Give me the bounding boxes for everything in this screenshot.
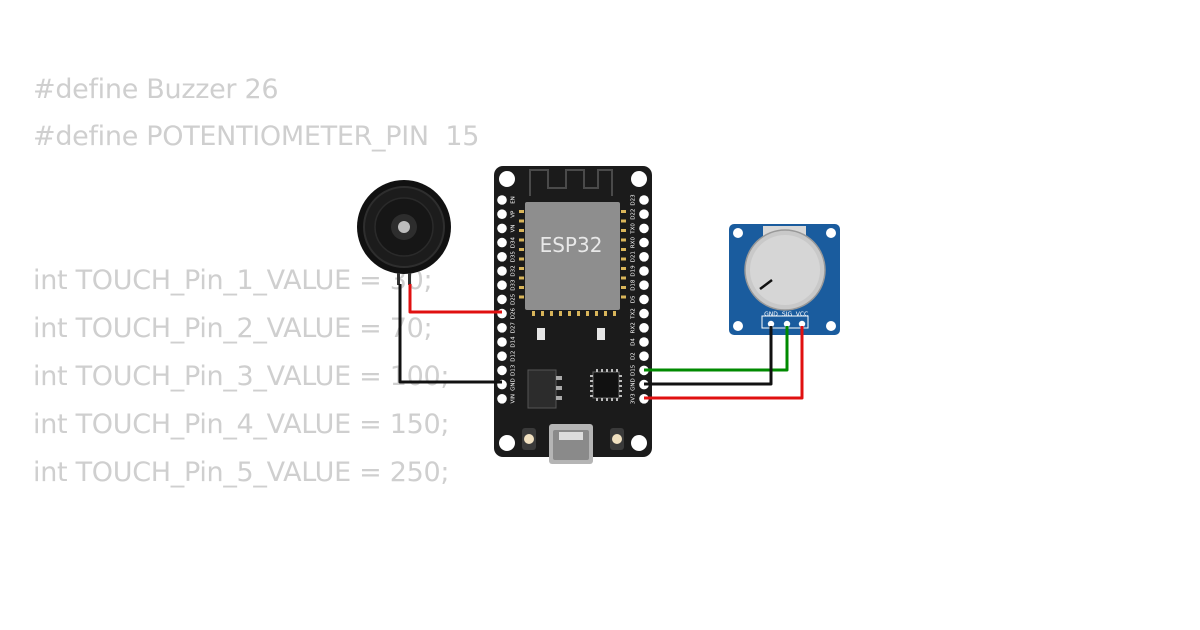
reset-button[interactable]	[610, 428, 624, 450]
esp32-pin-label: TX2	[631, 308, 637, 320]
usb-bridge-chip	[590, 369, 622, 401]
esp32-pin-label: D23	[631, 194, 637, 206]
code-line-7: int TOUCH_Pin_3_VALUE = 100;	[33, 361, 450, 392]
esp32-pin-d34[interactable]	[497, 237, 507, 248]
esp32-pin-label: D18	[631, 279, 637, 291]
esp32-pin-d26[interactable]	[497, 308, 507, 319]
esp32-pin-label: TX0	[631, 223, 637, 235]
esp32-pin-d25[interactable]	[497, 294, 507, 305]
esp32-pin-label: D35	[511, 251, 517, 263]
pot-pin-label: SIG	[782, 311, 793, 318]
esp32-pin-label: D22	[631, 209, 637, 220]
esp32-pin-label: D15	[631, 364, 637, 376]
wire-buzzer-pos	[408, 284, 502, 314]
wires	[398, 284, 804, 400]
esp32-pin-d13[interactable]	[497, 365, 507, 376]
code-line-6: int TOUCH_Pin_2_VALUE = 70;	[33, 313, 433, 344]
esp32-pin-label: EN	[511, 196, 517, 204]
esp32-pin-label: VN	[511, 224, 517, 232]
wire-pot-sig	[644, 326, 789, 372]
esp32-pin-vp[interactable]	[497, 209, 507, 219]
esp32-pin-d19[interactable]	[639, 266, 649, 276]
usb-port	[549, 424, 593, 464]
esp32-pin-d21[interactable]	[639, 251, 649, 262]
esp32-pin-d12[interactable]	[497, 351, 507, 362]
wire-buzzer-gnd	[398, 284, 502, 384]
code-line-1: #define Buzzer 26	[33, 74, 279, 105]
esp32-pin-tx0[interactable]	[639, 223, 649, 234]
esp32-pin-label: D2	[631, 352, 637, 360]
esp32-chip-label: ESP32	[540, 233, 603, 257]
esp32-pin-label: 3V3	[631, 393, 637, 404]
pot-pin-label: VCC	[796, 311, 808, 318]
esp32-pin-label: D19	[631, 265, 637, 277]
esp32-pin-label: GND	[631, 378, 637, 391]
pot-pin-label: GND	[764, 311, 778, 318]
wire-pot-gnd	[644, 326, 773, 386]
esp32-pin-label: D32	[511, 265, 517, 276]
esp32-pin-label: D33	[511, 279, 517, 291]
esp32-pin-d4[interactable]	[639, 337, 649, 347]
esp32-pin-d22[interactable]	[639, 209, 649, 219]
esp32-pin-label: RX2	[631, 322, 637, 333]
esp32-pin-tx2[interactable]	[639, 308, 649, 319]
esp32-pin-d27[interactable]	[497, 323, 507, 333]
esp32-pin-label: D25	[511, 293, 517, 305]
esp32-pin-d2[interactable]	[639, 351, 649, 362]
esp32-pin-label: D13	[511, 364, 517, 376]
pot-pin-sig[interactable]	[783, 320, 791, 328]
code-line-5: int TOUCH_Pin_1_VALUE = 30;	[33, 265, 433, 296]
esp32-pin-d5[interactable]	[639, 294, 649, 305]
esp32-pin-d35[interactable]	[497, 251, 507, 262]
wire-pot-vcc	[644, 326, 804, 400]
esp32-pin-label: D14	[511, 336, 517, 348]
esp32-pin-rx2[interactable]	[639, 323, 649, 333]
code-line-9: int TOUCH_Pin_5_VALUE = 250;	[33, 457, 450, 488]
esp32-pin-label: D27	[511, 322, 517, 334]
esp32-pin-d18[interactable]	[639, 280, 649, 291]
esp32-pin-label: D5	[631, 295, 637, 303]
esp32-pin-label: D34	[511, 236, 517, 248]
boot-button[interactable]	[522, 428, 536, 450]
pot-pin-vcc[interactable]	[798, 320, 806, 328]
buzzer[interactable]	[357, 180, 451, 285]
esp32-pin-label: D4	[631, 338, 637, 346]
pot-pin-gnd[interactable]	[767, 320, 775, 328]
esp32-pin-label: D12	[511, 351, 517, 362]
esp32-pin-d33[interactable]	[497, 280, 507, 291]
esp32-pin-label: D21	[631, 251, 637, 262]
esp32-pin-vn[interactable]	[497, 223, 507, 234]
esp32-pin-label: VIN	[511, 394, 517, 404]
code-line-8: int TOUCH_Pin_4_VALUE = 150;	[33, 409, 450, 440]
esp32-pin-rx0[interactable]	[639, 237, 649, 248]
esp32-pin-label: VP	[511, 210, 517, 218]
esp32-pin-label: RX0	[631, 237, 637, 249]
esp32-pin-d32[interactable]	[497, 266, 507, 276]
esp32-pin-label: D26	[511, 307, 517, 319]
esp32-pin-vin[interactable]	[497, 394, 507, 404]
esp32-pin-label: GND	[511, 378, 517, 391]
esp32-pin-d14[interactable]	[497, 337, 507, 347]
esp32-pin-d23[interactable]	[639, 195, 649, 205]
code-line-2: #define POTENTIOMETER_PIN 15	[33, 121, 480, 152]
esp32-pin-en[interactable]	[497, 195, 507, 205]
